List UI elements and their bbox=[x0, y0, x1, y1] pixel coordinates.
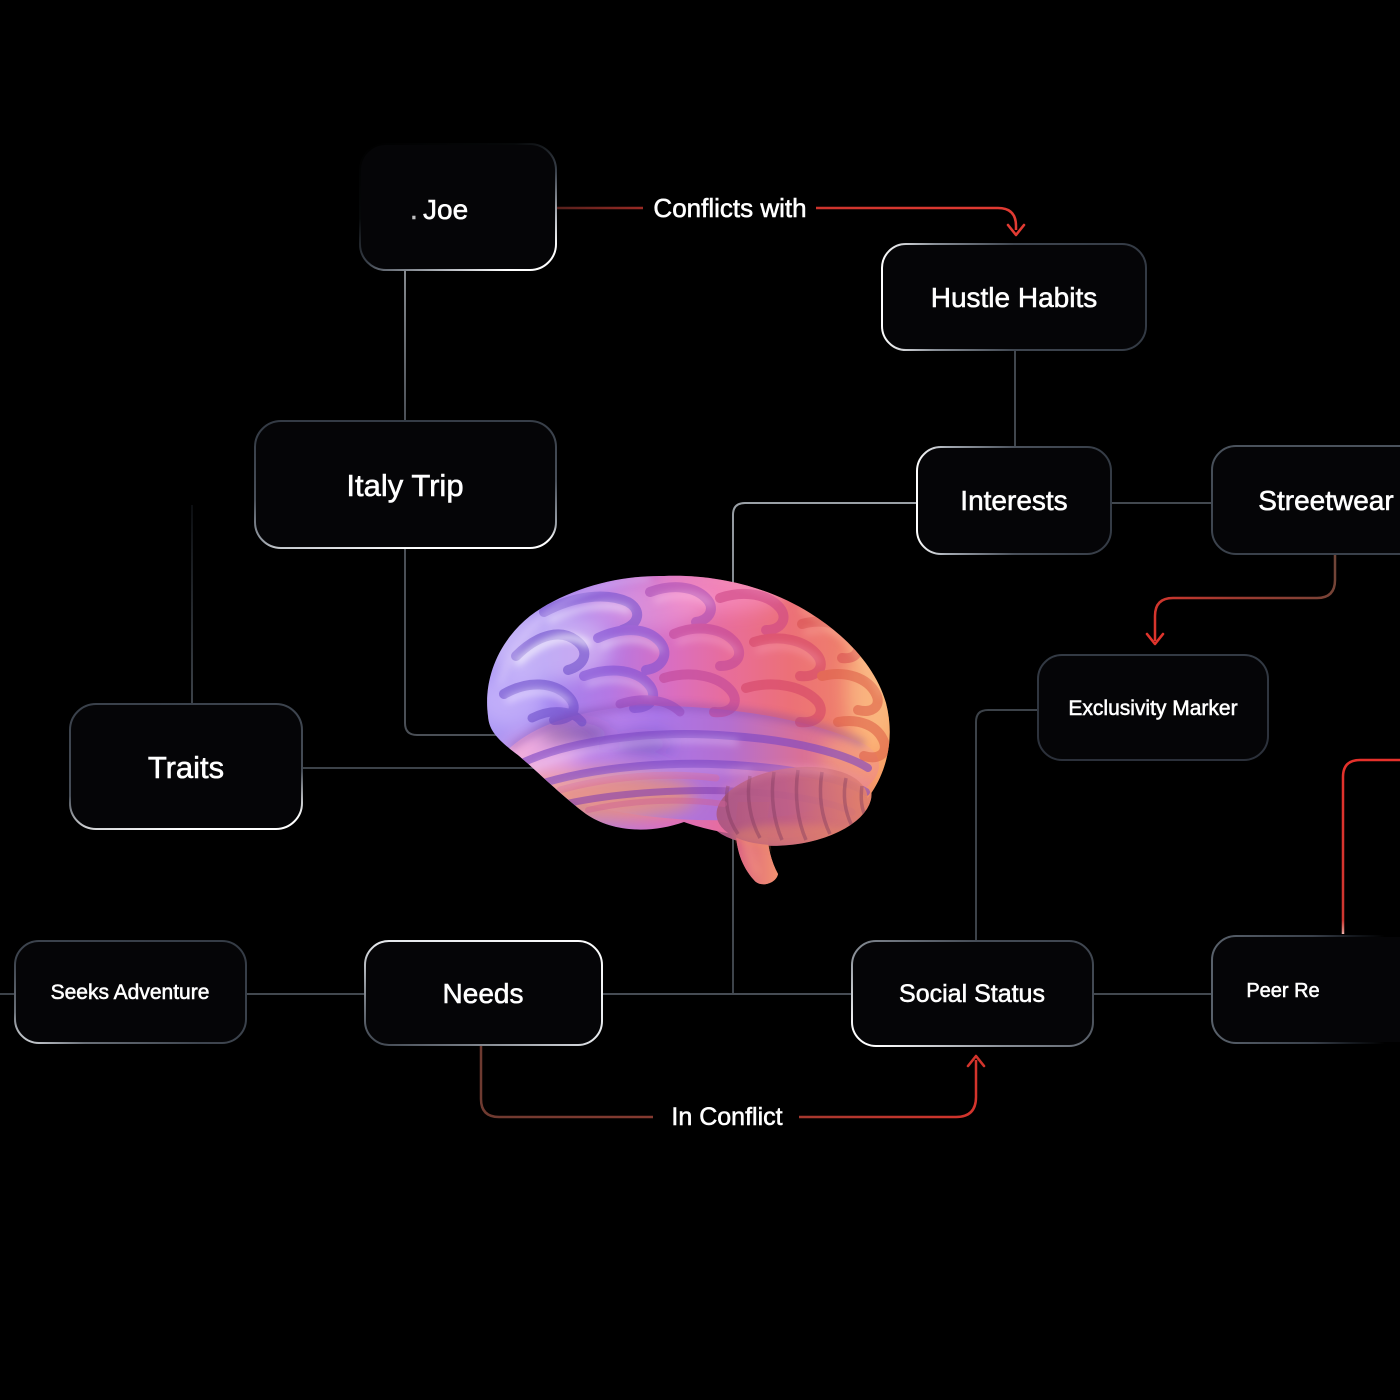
svg-text:Streetwear: Streetwear bbox=[1258, 485, 1393, 516]
svg-text:In Conflict: In Conflict bbox=[671, 1103, 782, 1131]
svg-text:.: . bbox=[410, 194, 418, 225]
svg-text:Italy Trip: Italy Trip bbox=[346, 468, 463, 503]
svg-text:Peer Re: Peer Re bbox=[1246, 980, 1319, 1002]
svg-text:Hustle Habits: Hustle Habits bbox=[931, 282, 1098, 313]
svg-text:Interests: Interests bbox=[960, 485, 1067, 516]
svg-text:Exclusivity Marker: Exclusivity Marker bbox=[1068, 697, 1237, 720]
svg-text:Social Status: Social Status bbox=[899, 980, 1045, 1008]
svg-text:Seeks Adventure: Seeks Adventure bbox=[51, 981, 210, 1004]
svg-text:Joe: Joe bbox=[423, 194, 468, 225]
svg-text:Conflicts with: Conflicts with bbox=[653, 193, 806, 223]
svg-text:Needs: Needs bbox=[443, 978, 524, 1009]
svg-text:Traits: Traits bbox=[148, 750, 224, 785]
